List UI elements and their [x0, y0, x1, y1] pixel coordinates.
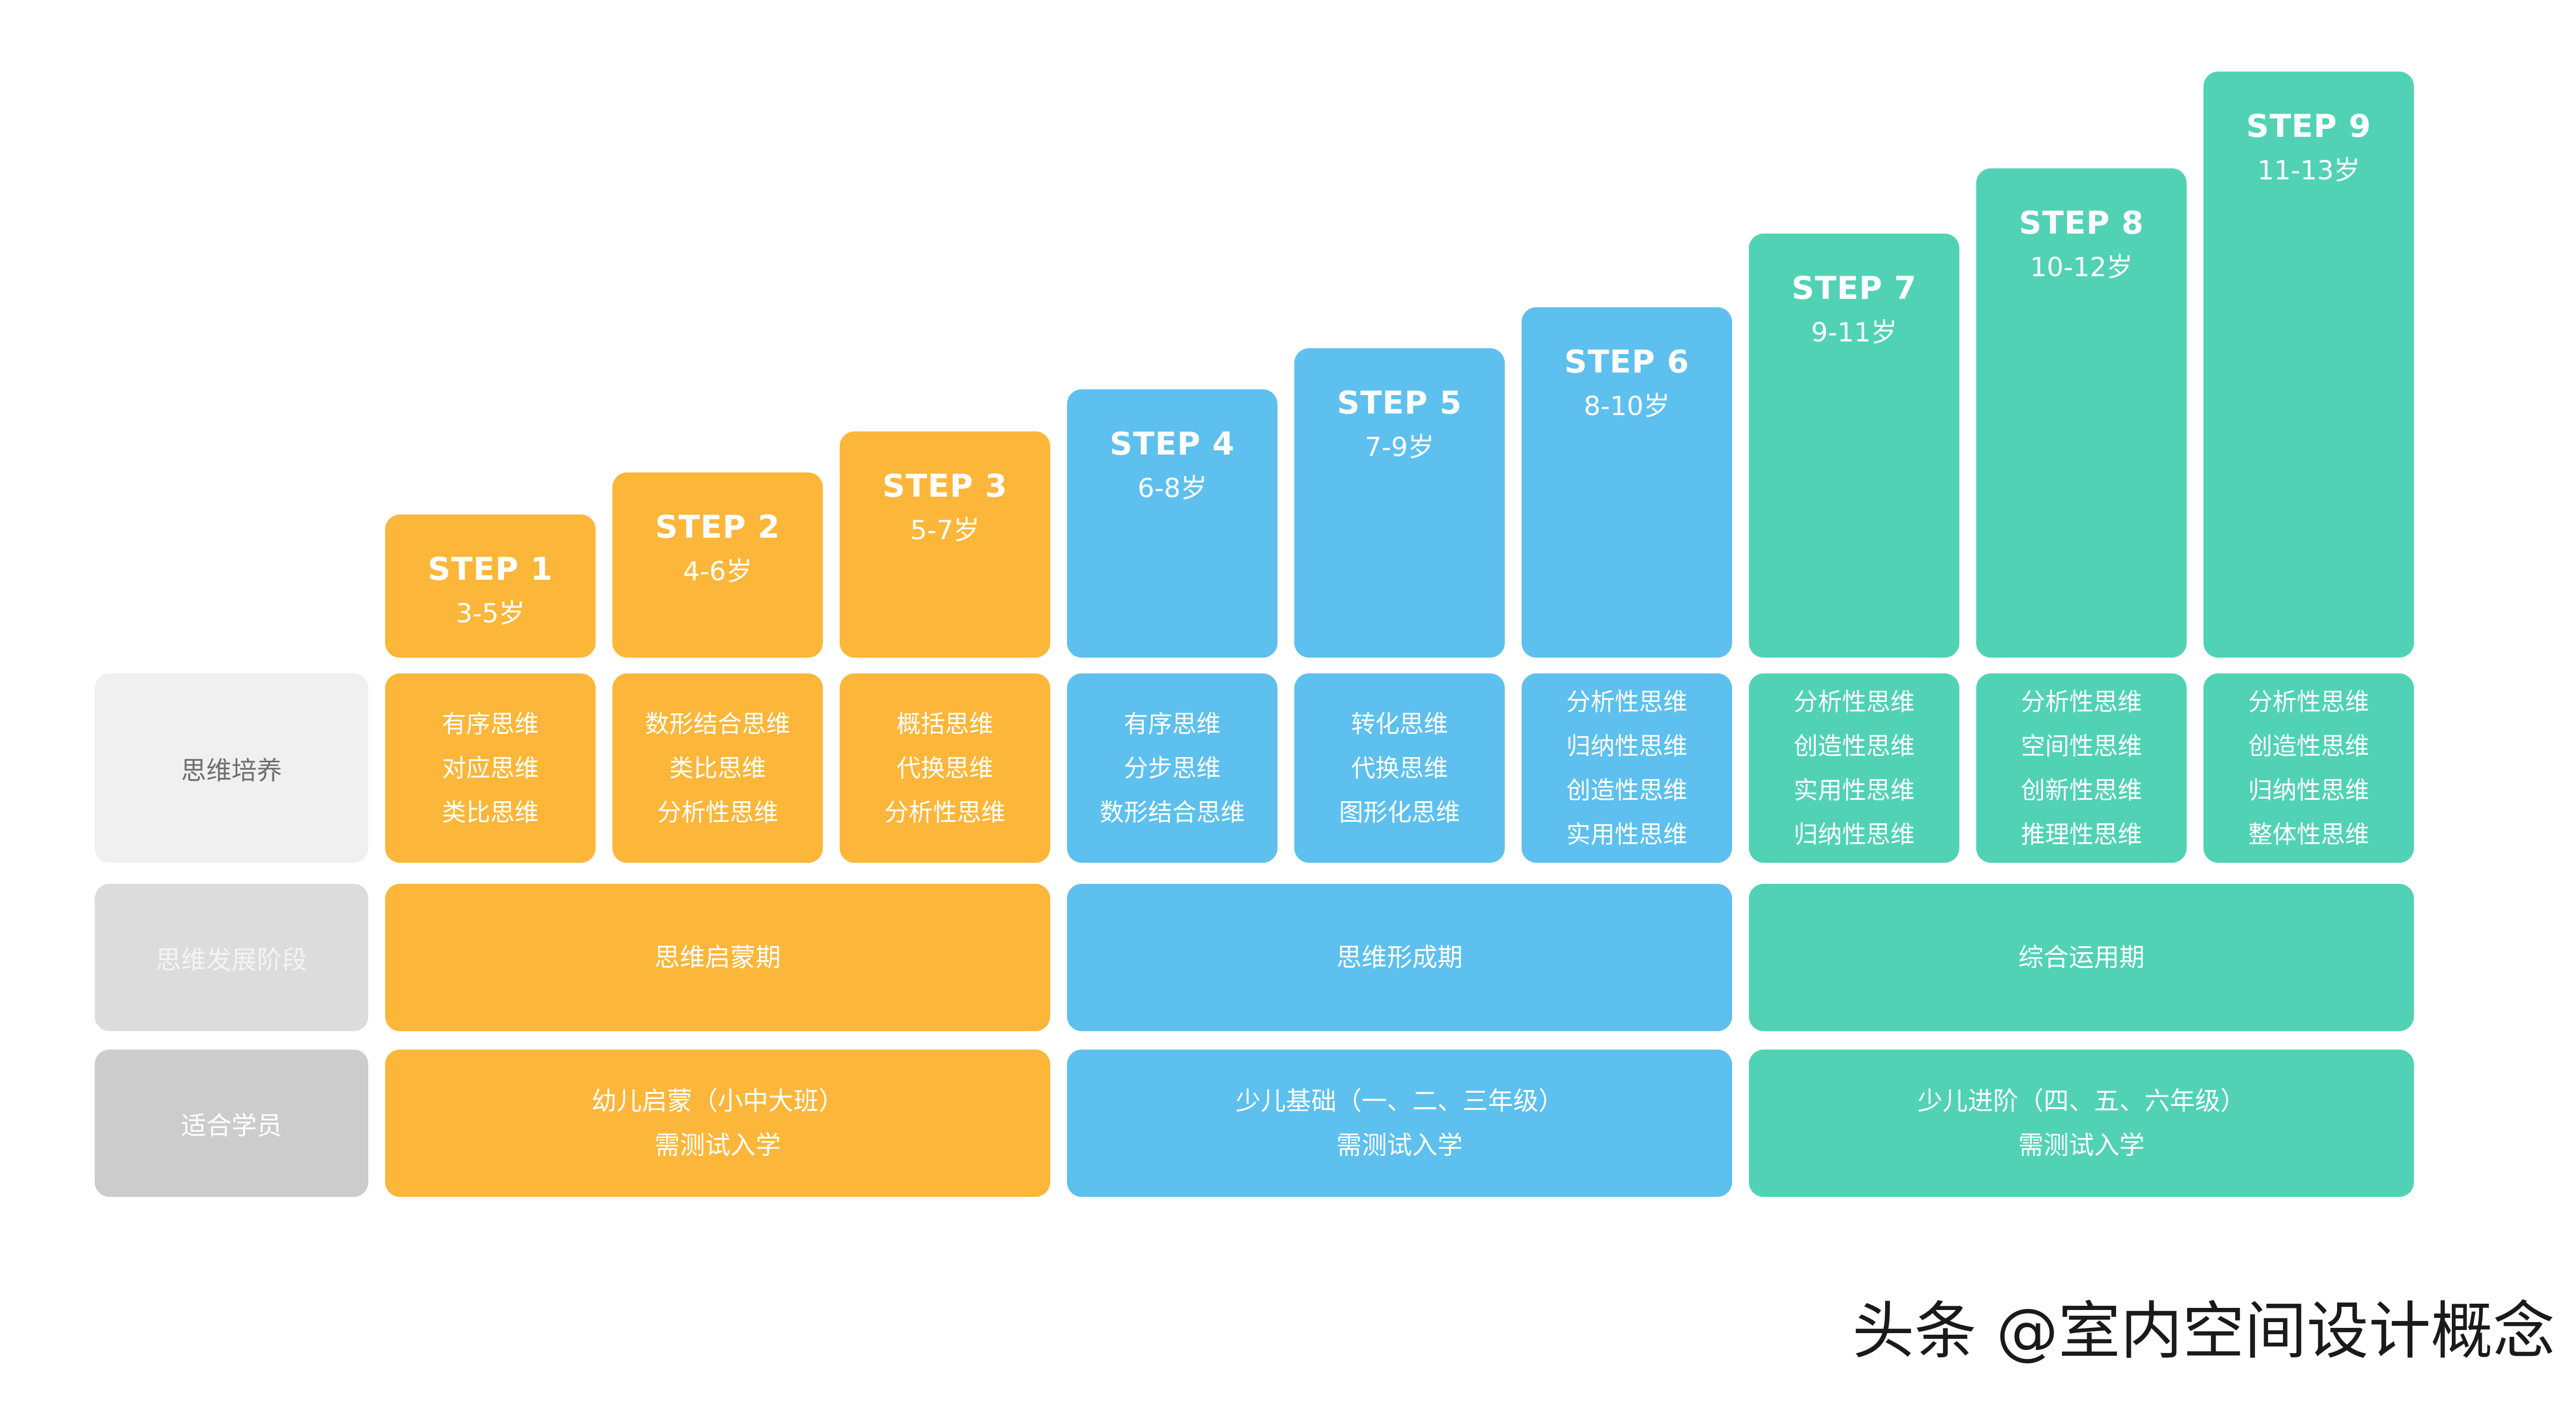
skill-item: 创造性思维	[1566, 776, 1687, 804]
step-box-6: STEP 6 8-10岁	[1522, 307, 1732, 658]
row-label-suitable-students: 适合学员	[95, 1050, 368, 1197]
step-title: STEP 1	[428, 551, 553, 588]
students-label: 少儿基础（一、二、三年级）	[1235, 1086, 1564, 1116]
skill-item: 归纳性思维	[1794, 820, 1915, 849]
skill-item: 数形结合思维	[645, 710, 790, 738]
step-box-3: STEP 3 5-7岁	[840, 431, 1050, 658]
skill-item: 有序思维	[1124, 710, 1221, 738]
skills-box-9: 分析性思维 创造性思维 归纳性思维 整体性思维	[2203, 673, 2414, 863]
stage-label: 思维形成期	[1336, 943, 1463, 972]
stage-label: 综合运用期	[2018, 943, 2145, 972]
skill-item: 创造性思维	[1794, 732, 1915, 760]
step-title: STEP 8	[2019, 205, 2144, 241]
skill-item: 分析性思维	[2021, 688, 2142, 716]
step-box-5: STEP 5 7-9岁	[1294, 348, 1505, 658]
skill-item: 类比思维	[669, 754, 766, 782]
students-note: 需测试入学	[2018, 1131, 2145, 1160]
students-band-basic: 少儿基础（一、二、三年级） 需测试入学	[1067, 1050, 1732, 1197]
skill-item: 分步思维	[1124, 754, 1221, 782]
skill-item: 有序思维	[442, 710, 539, 738]
step-title: STEP 4	[1110, 426, 1235, 462]
skill-item: 代换思维	[1351, 754, 1448, 782]
step-title: STEP 6	[1564, 344, 1689, 380]
skill-item: 分析性思维	[1566, 688, 1687, 716]
students-band-preschool: 幼儿启蒙（小中大班） 需测试入学	[385, 1050, 1050, 1197]
step-title: STEP 7	[1792, 270, 1917, 307]
skill-item: 类比思维	[442, 798, 539, 827]
skill-item: 代换思维	[897, 754, 993, 782]
step-age: 6-8岁	[1138, 473, 1207, 503]
step-title: STEP 9	[2246, 108, 2371, 145]
step-box-9: STEP 9 11-13岁	[2203, 72, 2414, 658]
skill-item: 创造性思维	[2248, 732, 2369, 760]
step-box-4: STEP 4 6-8岁	[1067, 389, 1277, 658]
stage-label: 思维启蒙期	[654, 943, 781, 972]
students-note: 需测试入学	[1336, 1131, 1463, 1160]
step-age: 9-11岁	[1811, 317, 1897, 348]
skill-item: 概括思维	[897, 710, 993, 738]
step-box-1: STEP 1 3-5岁	[385, 515, 596, 658]
skill-item: 归纳性思维	[1566, 732, 1687, 760]
step-age: 3-5岁	[456, 598, 525, 629]
skill-item: 分析性思维	[657, 798, 778, 827]
step-box-7: STEP 7 9-11岁	[1749, 234, 1959, 658]
stage-band-application: 综合运用期	[1749, 884, 2414, 1031]
students-label: 幼儿启蒙（小中大班）	[591, 1086, 844, 1116]
skill-item: 数形结合思维	[1100, 798, 1245, 827]
skill-item: 整体性思维	[2248, 820, 2369, 849]
stage-band-enlightenment: 思维启蒙期	[385, 884, 1050, 1031]
skill-item: 分析性思维	[2248, 688, 2369, 716]
stage-band-formation: 思维形成期	[1067, 884, 1732, 1031]
step-title: STEP 2	[655, 509, 780, 546]
row-label-text: 思维发展阶段	[155, 945, 307, 975]
skill-item: 图形化思维	[1339, 798, 1460, 827]
step-age: 7-9岁	[1365, 432, 1434, 462]
students-label: 少儿进阶（四、五、六年级）	[1917, 1086, 2246, 1116]
skills-box-7: 分析性思维 创造性思维 实用性思维 归纳性思维	[1749, 673, 1959, 863]
row-label-text: 思维培养	[180, 756, 282, 785]
students-note: 需测试入学	[654, 1131, 781, 1160]
row-label-thinking-training: 思维培养	[95, 673, 368, 863]
step-age: 10-12岁	[2030, 252, 2133, 283]
row-label-development-stage: 思维发展阶段	[95, 884, 368, 1031]
skill-item: 转化思维	[1351, 710, 1448, 738]
skills-box-5: 转化思维 代换思维 图形化思维	[1294, 673, 1505, 863]
skill-item: 实用性思维	[1794, 776, 1915, 804]
step-age: 4-6岁	[683, 556, 752, 587]
step-title: STEP 5	[1337, 385, 1462, 421]
step-title: STEP 3	[882, 468, 1008, 505]
watermark-text: 头条 @室内空间设计概念	[1852, 1295, 2555, 1367]
skills-box-4: 有序思维 分步思维 数形结合思维	[1067, 673, 1277, 863]
skill-item: 创新性思维	[2021, 776, 2142, 804]
row-label-text: 适合学员	[180, 1111, 282, 1141]
step-box-2: STEP 2 4-6岁	[612, 472, 823, 658]
skills-box-3: 概括思维 代换思维 分析性思维	[840, 673, 1050, 863]
skill-item: 空间性思维	[2021, 732, 2142, 760]
skill-item: 对应思维	[442, 754, 539, 782]
step-age: 11-13岁	[2257, 155, 2360, 186]
step-age: 5-7岁	[910, 515, 980, 546]
skills-box-6: 分析性思维 归纳性思维 创造性思维 实用性思维	[1522, 673, 1732, 863]
skill-item: 推理性思维	[2021, 820, 2142, 849]
skills-box-2: 数形结合思维 类比思维 分析性思维	[612, 673, 823, 863]
skills-box-8: 分析性思维 空间性思维 创新性思维 推理性思维	[1976, 673, 2187, 863]
step-box-8: STEP 8 10-12岁	[1976, 168, 2187, 658]
skill-item: 分析性思维	[884, 798, 1005, 827]
skill-item: 分析性思维	[1794, 688, 1915, 716]
skills-box-1: 有序思维 对应思维 类比思维	[385, 673, 596, 863]
skill-item: 实用性思维	[1566, 820, 1687, 849]
students-band-advanced: 少儿进阶（四、五、六年级） 需测试入学	[1749, 1050, 2414, 1197]
step-age: 8-10岁	[1584, 391, 1670, 421]
skill-item: 归纳性思维	[2248, 776, 2369, 804]
